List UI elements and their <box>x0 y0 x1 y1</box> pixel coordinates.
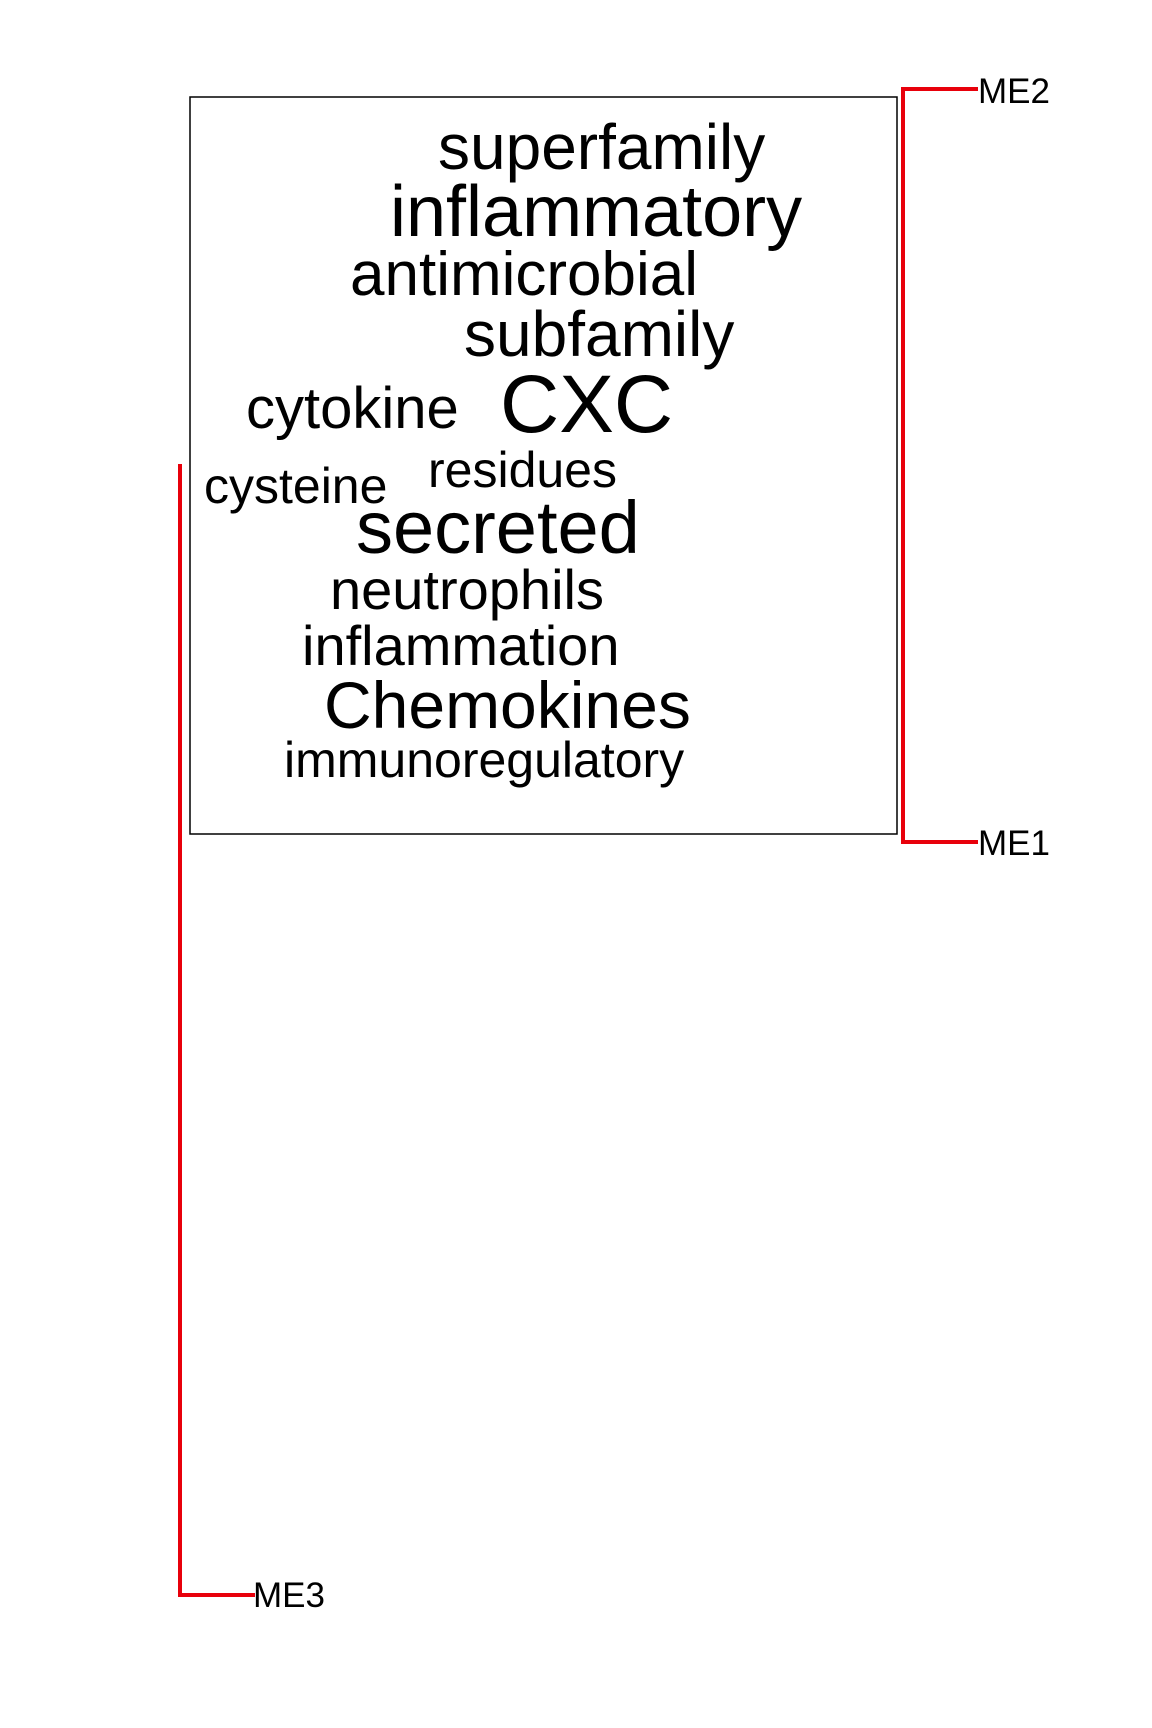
word-neutrophils: neutrophils <box>330 558 604 621</box>
word-cxc: CXC <box>500 359 673 450</box>
word-superfamily: superfamily <box>438 111 765 183</box>
word-cytokine: cytokine <box>246 376 459 441</box>
word-immunoregulatory: immunoregulatory <box>284 732 684 788</box>
word-subfamily: subfamily <box>464 298 734 370</box>
word-cysteine: cysteine <box>204 458 387 514</box>
branch-me3 <box>178 464 255 1597</box>
leaf-label-me3: ME3 <box>253 1576 325 1615</box>
dendrogram <box>178 87 978 1597</box>
word-residues: residues <box>428 442 617 498</box>
leaf-label-me2: ME2 <box>978 72 1050 111</box>
wordcloud-box <box>189 96 898 835</box>
word-chemokines: Chemokines <box>324 668 691 742</box>
word-antimicrobial: antimicrobial <box>350 240 698 309</box>
branch-me2-me1 <box>901 87 978 844</box>
word-secreted: secreted <box>356 486 640 569</box>
leaf-label-me1: ME1 <box>978 824 1050 863</box>
word-inflammation: inflammation <box>302 614 619 677</box>
word-inflammatory: inflammatory <box>390 172 802 252</box>
wordcloud: superfamily inflammatory antimicrobial s… <box>204 111 802 788</box>
